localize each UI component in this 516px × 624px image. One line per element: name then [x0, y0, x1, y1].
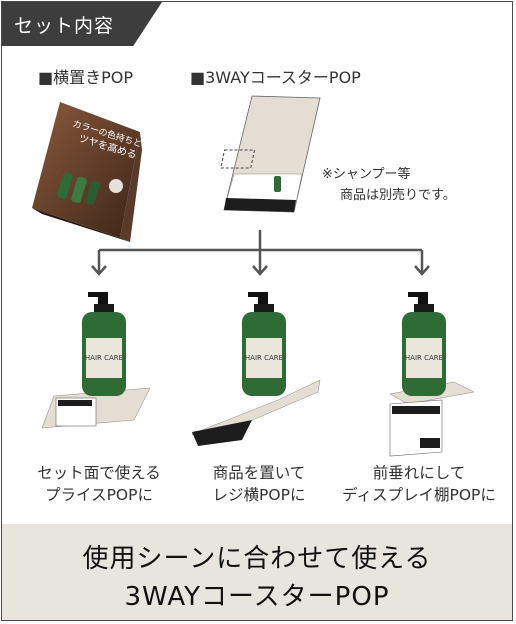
footer-line2: 3WAYコースターPOP: [124, 582, 390, 612]
footer-banner: 使用シーンに合わせて使える 3WAYコースターPOP: [2, 524, 512, 620]
separate-sale-note: ※シャンプー等 商品は別売りです。: [322, 164, 456, 206]
bottle-1-label: HAIR CARE: [85, 354, 123, 362]
horizontal-pop-image: カラーの色持ちと ツヤを高める: [32, 102, 144, 242]
usage-2-caption: 商品を置いて レジ横POPに: [174, 462, 344, 506]
bottle-2-label: HAIR CARE: [245, 354, 283, 362]
footer-line1: 使用シーンに合わせて使える: [82, 544, 432, 574]
set-contents-tab: セット内容: [2, 2, 162, 46]
usage-2-line1: 商品を置いて: [212, 464, 306, 482]
usage-1-line1: セット面で使える: [37, 464, 161, 482]
illustration-layer: カラーの色持ちと ツヤを高める: [32, 95, 475, 457]
tab-label: セット内容: [14, 15, 115, 37]
note-line2: 商品は別売りです。: [340, 188, 456, 203]
usage-3-illustration: HAIR CARE: [389, 292, 475, 457]
usage-3-line1: 前垂れにして: [372, 464, 466, 482]
coaster-pop-label: ■3WAYコースターPOP: [190, 68, 361, 87]
usage-2-line2: レジ横POPに: [212, 486, 306, 504]
usage-1-line2: プライスPOPに: [45, 486, 153, 504]
usage-2-illustration: HAIR CARE: [191, 292, 321, 446]
usage-1-caption: セット面で使える プライスPOPに: [14, 462, 184, 506]
note-line1: ※シャンプー等: [322, 167, 411, 182]
bottle-3-label: HAIR CARE: [405, 354, 443, 362]
coaster-pop-image: [220, 95, 321, 213]
usage-1-illustration: HAIR CARE: [41, 292, 151, 429]
usage-3-caption: 前垂れにして ディスプレイ棚POPに: [334, 462, 504, 506]
connector-arrows: [91, 230, 430, 276]
horizontal-pop-label: ■横置きPOP: [38, 68, 134, 87]
usage-3-line2: ディスプレイ棚POPに: [342, 486, 496, 504]
